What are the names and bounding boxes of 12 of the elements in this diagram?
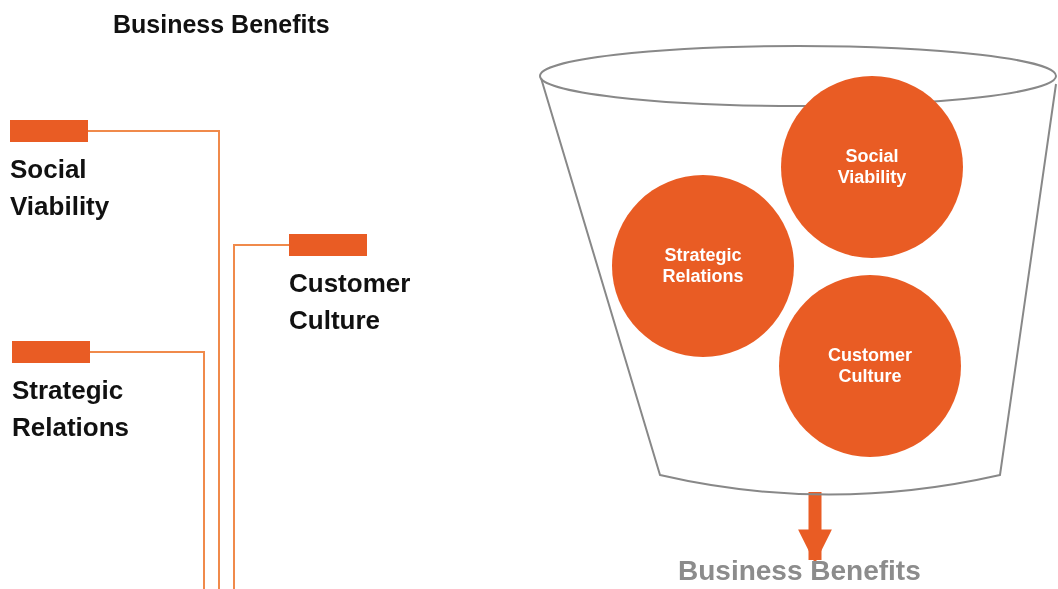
circle-node: Strategic Relations bbox=[612, 175, 794, 357]
arrow bbox=[798, 492, 832, 564]
label-text: Social Viability bbox=[10, 153, 111, 223]
connector-line bbox=[87, 130, 220, 589]
label-text: Customer Culture bbox=[289, 267, 412, 337]
label-text: Business Benefits bbox=[678, 556, 921, 586]
circle-node: Social Viability bbox=[781, 76, 963, 258]
connector-line bbox=[89, 351, 205, 589]
label-text: Strategic Relations bbox=[12, 374, 131, 444]
connector-line bbox=[233, 244, 290, 589]
title: Business Benefits bbox=[113, 10, 330, 39]
circle-node: Customer Culture bbox=[779, 275, 961, 457]
